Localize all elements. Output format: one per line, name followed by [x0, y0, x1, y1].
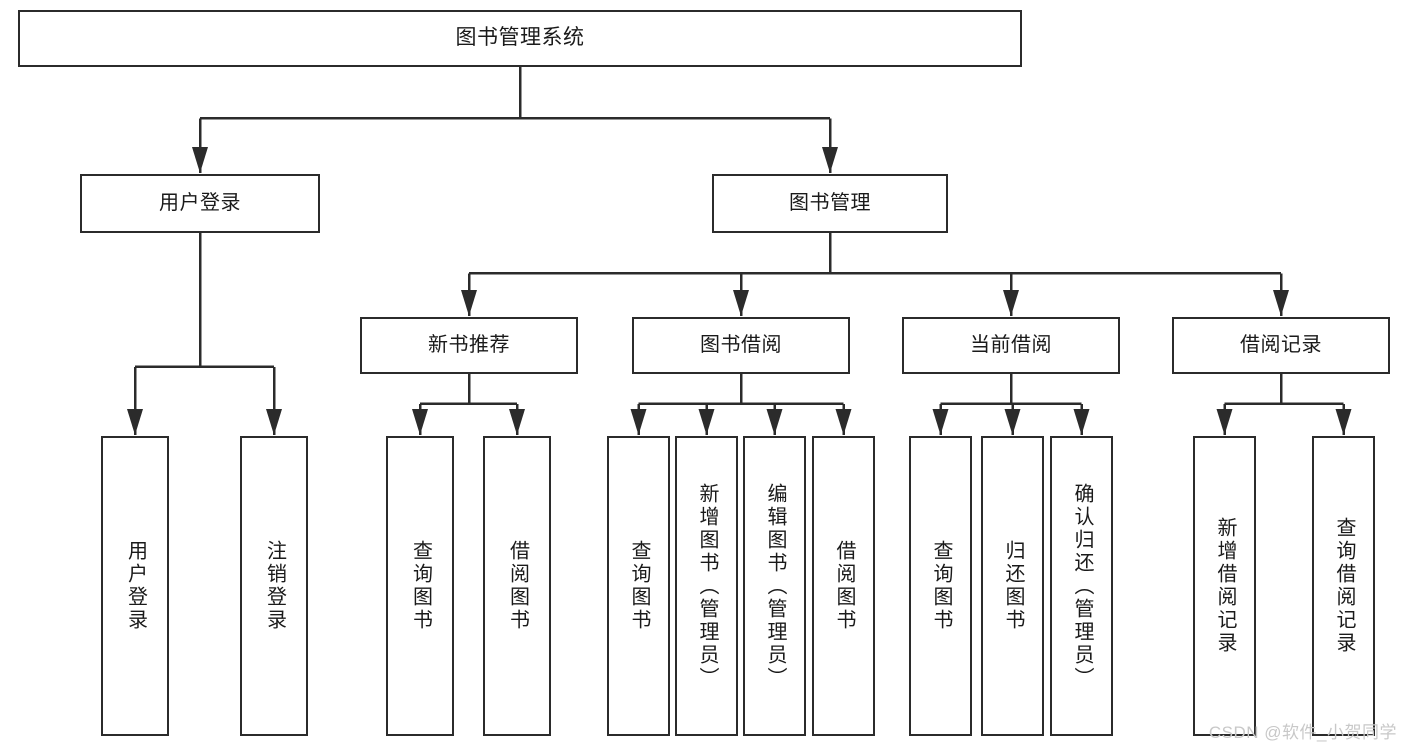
node-leaf-return-book[interactable]: 归还图书: [981, 436, 1044, 736]
node-leaf-confirm-return-label: 确认归还（管理员）: [1071, 482, 1093, 690]
csdn-watermark: CSDN @软件_小贺同学: [1208, 723, 1397, 742]
node-leaf-borrow-book-1[interactable]: 借阅图书: [483, 436, 551, 736]
node-user-login-label: 用户登录: [159, 191, 241, 214]
node-new-book-recommend[interactable]: 新书推荐: [360, 317, 578, 374]
node-leaf-user-login-label: 用户登录: [124, 540, 147, 632]
node-book-manage[interactable]: 图书管理: [712, 174, 948, 233]
node-leaf-add-book[interactable]: 新增图书（管理员）: [675, 436, 738, 736]
node-leaf-query-book-3[interactable]: 查询图书: [909, 436, 972, 736]
node-leaf-query-book-2-label: 查询图书: [628, 540, 650, 632]
node-leaf-return-book-label: 归还图书: [1002, 540, 1024, 632]
node-leaf-query-borrow-record-label: 查询借阅记录: [1333, 517, 1355, 655]
node-book-borrow-label: 图书借阅: [700, 333, 782, 356]
node-book-manage-label: 图书管理: [789, 191, 871, 214]
node-leaf-edit-book-label: 编辑图书（管理员）: [764, 482, 786, 690]
node-leaf-user-logout[interactable]: 注销登录: [240, 436, 308, 736]
node-leaf-add-borrow-record-label: 新增借阅记录: [1214, 517, 1236, 655]
node-leaf-query-borrow-record[interactable]: 查询借阅记录: [1312, 436, 1375, 736]
node-leaf-query-book-2[interactable]: 查询图书: [607, 436, 670, 736]
node-leaf-query-book-3-label: 查询图书: [930, 540, 952, 632]
node-current-borrow[interactable]: 当前借阅: [902, 317, 1120, 374]
node-leaf-query-book-1-label: 查询图书: [409, 540, 432, 632]
node-leaf-borrow-book-2[interactable]: 借阅图书: [812, 436, 875, 736]
node-leaf-edit-book[interactable]: 编辑图书（管理员）: [743, 436, 806, 736]
node-leaf-confirm-return[interactable]: 确认归还（管理员）: [1050, 436, 1113, 736]
node-current-borrow-label: 当前借阅: [970, 333, 1052, 356]
node-leaf-add-book-label: 新增图书（管理员）: [696, 482, 718, 690]
node-user-login[interactable]: 用户登录: [80, 174, 320, 233]
node-leaf-query-book-1[interactable]: 查询图书: [386, 436, 454, 736]
node-leaf-borrow-book-2-label: 借阅图书: [833, 540, 855, 632]
node-leaf-borrow-book-1-label: 借阅图书: [506, 540, 529, 632]
node-root[interactable]: 图书管理系统: [18, 10, 1022, 67]
node-new-book-recommend-label: 新书推荐: [428, 333, 510, 356]
node-borrow-record-label: 借阅记录: [1240, 333, 1322, 356]
node-root-label: 图书管理系统: [455, 26, 585, 50]
node-borrow-record[interactable]: 借阅记录: [1172, 317, 1390, 374]
node-leaf-user-logout-label: 注销登录: [263, 540, 286, 632]
node-leaf-user-login[interactable]: 用户登录: [101, 436, 169, 736]
node-book-borrow[interactable]: 图书借阅: [632, 317, 850, 374]
node-leaf-add-borrow-record[interactable]: 新增借阅记录: [1193, 436, 1256, 736]
